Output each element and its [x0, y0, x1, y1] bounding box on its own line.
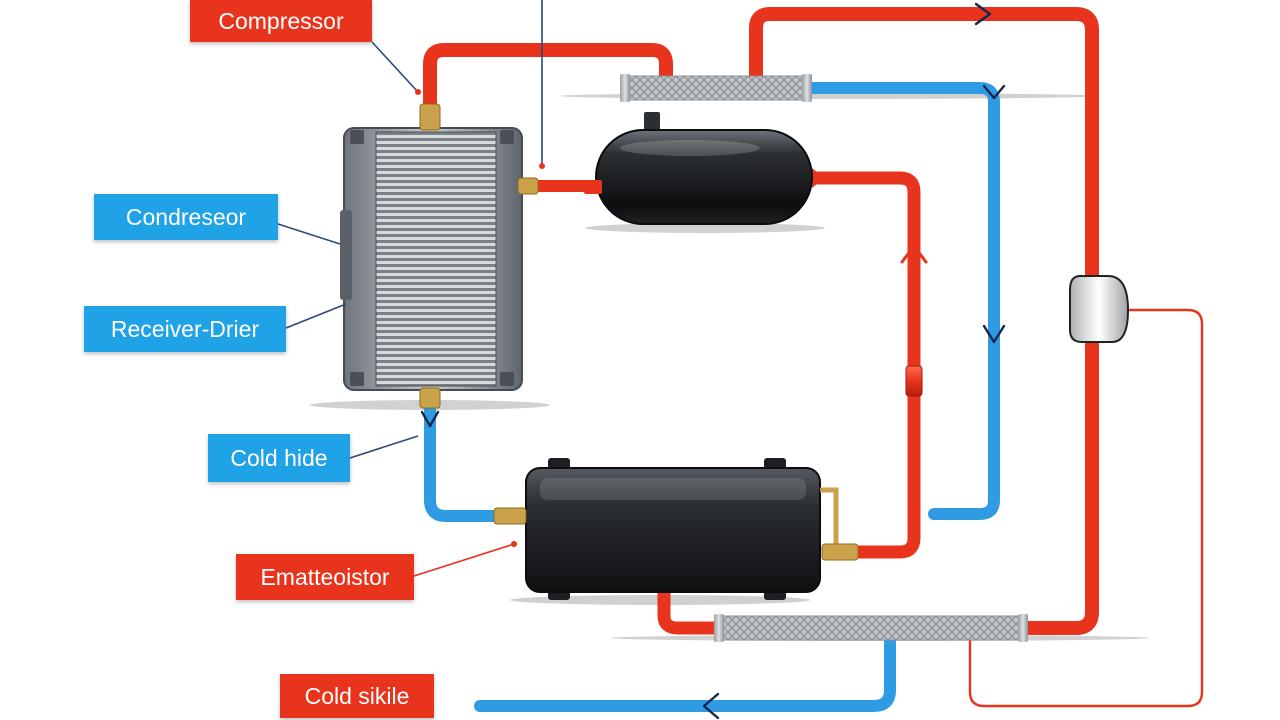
label-condenser: Condreseor — [94, 194, 278, 240]
flow-arrow-bottom-blue — [702, 692, 720, 720]
condenser-unit — [340, 103, 539, 409]
cold-line-bottom-return — [474, 634, 896, 712]
label-compressor: Compressor — [190, 0, 372, 42]
flow-arrow-left-blue — [420, 410, 440, 428]
flow-arrow-red-right — [810, 168, 824, 188]
hot-line-outer-loop — [749, 7, 1099, 635]
inline-valve — [905, 365, 923, 397]
evaporator-unit — [493, 458, 859, 600]
flow-arrow-top — [974, 2, 992, 26]
receiver-drier-canister — [1069, 275, 1130, 343]
hot-line-top-left — [423, 43, 673, 115]
flow-arrow-right-blue — [982, 324, 1006, 344]
pointer-evaporator — [413, 543, 515, 577]
thin-red-wire — [968, 308, 1204, 708]
label-receiver-drier: Receiver-Drier — [84, 306, 286, 352]
flow-arrow-red-up — [900, 244, 928, 264]
cold-line-condenser-to-evaporator — [424, 404, 506, 522]
label-cold-side-blue: Cold hide — [208, 434, 350, 482]
pointer-cold-side — [349, 435, 419, 459]
label-evaporator: Ematteoistor — [236, 554, 414, 600]
flex-hose-top — [620, 74, 812, 102]
compressor-tank — [584, 112, 813, 225]
pointer-condenser — [277, 223, 341, 245]
pointer-receiver-drier — [285, 303, 347, 329]
hot-line-tank-to-evaporator — [805, 171, 921, 559]
cold-line-right-loop — [802, 82, 1000, 520]
flow-arrow-upper-right — [982, 84, 1006, 100]
hot-line-evaporator-bottom — [657, 585, 727, 635]
label-cold-side-red: Cold sikile — [280, 674, 434, 718]
flex-hose-bottom — [714, 614, 1028, 642]
pointer-compressor — [371, 41, 419, 93]
